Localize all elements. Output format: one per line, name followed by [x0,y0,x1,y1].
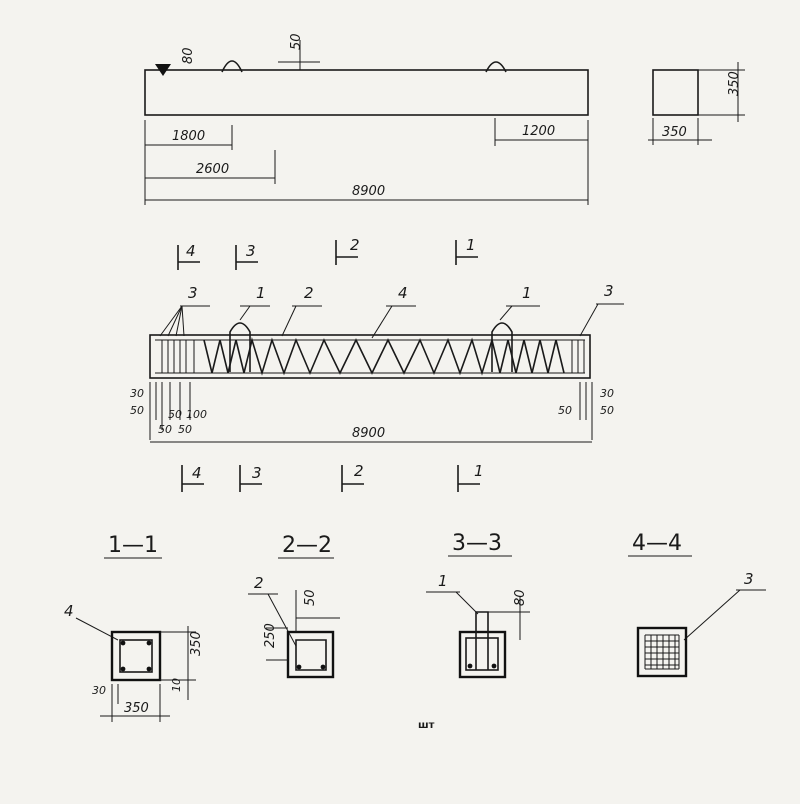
section-3-3: 3—3 1 80 [426,531,530,679]
end-stirrups-left [161,340,195,373]
svg-text:1: 1 [466,236,476,254]
section-2-2-outline [286,630,335,679]
section-height: 350 [727,71,742,96]
section-4-4-label: 3 [744,570,754,588]
svg-text:1: 1 [474,462,484,480]
footer-mark: шт [418,720,435,731]
svg-text:50: 50 [168,408,182,421]
level-marker-icon [155,64,171,76]
cut-mark-bottom-2: 2 [341,462,364,492]
section-width: 350 [662,125,687,140]
beam-outline [144,69,589,116]
plan-beam-outline [149,334,591,379]
cut-mark-top-2: 2 [335,236,360,265]
plan-dims-right: 30 50 50 [558,382,614,440]
section-3-3-stirrup [465,637,499,671]
cut-mark-top-4: 4 [177,242,200,270]
section-3-3-outline [458,630,507,679]
section-1-1-outline [110,630,162,682]
section-2-2-top: 50 [303,589,318,606]
callout-1-left: 1 [239,284,270,321]
lifting-loop-left [221,60,243,73]
dim-50: 50 [289,33,304,50]
svg-text:50: 50 [130,404,144,417]
section-3-3-label: 1 [438,572,448,590]
section-3-3-title: 3—3 [452,531,502,556]
svg-text:50: 50 [558,404,572,417]
svg-text:2: 2 [354,462,364,480]
section-1-1: 1—1 4 350 10 30 350 [64,533,204,722]
svg-text:100: 100 [186,408,207,421]
svg-text:3: 3 [188,284,198,302]
section-3-3-top: 80 [513,589,528,606]
dim-8900: 8900 [352,184,385,199]
svg-text:10: 10 [170,678,183,692]
dim-1200: 1200 [522,124,555,139]
section-3-3-loop [475,611,489,670]
cut-mark-top-3: 3 [235,242,258,270]
beam-cross-section: 350 350 [648,62,745,145]
svg-text:30: 30 [600,387,614,400]
section-2-2-stirrup [295,639,327,671]
svg-text:1: 1 [522,284,532,302]
section-square [652,69,699,116]
callout-1-right: 1 [499,284,540,321]
svg-text:4: 4 [398,284,408,302]
dim-80: 80 [181,47,196,64]
svg-text:2: 2 [350,236,360,254]
callout-2: 2 [281,284,322,337]
svg-text:4: 4 [186,242,196,260]
lifting-loop-right [485,61,507,73]
cut-mark-bottom-4: 4 [181,464,204,492]
callout-4: 4 [371,284,416,339]
plan-loop-left [229,322,251,372]
callout-3-right: 3 [579,282,624,337]
svg-text:1: 1 [256,284,266,302]
beam-elevation: 80 50 1800 2600 1200 8900 [144,33,589,205]
section-1-1-width: 350 [124,701,149,716]
cut-mark-top-1: 1 [455,236,478,265]
section-4-4-outline [636,626,688,678]
section-1-1-label: 4 [64,602,74,620]
svg-text:4: 4 [192,464,202,482]
svg-text:50: 50 [178,423,192,436]
section-1-1-height: 350 [189,631,204,656]
cut-mark-bottom-1: 1 [457,462,484,492]
section-1-1-stirrup [119,639,153,673]
section-4-4-mesh [644,634,680,670]
section-1-1-title: 1—1 [108,533,158,558]
dim-2600: 2600 [196,162,229,177]
section-4-4: 4—4 3 [628,531,766,678]
section-2-2-height: 250 [263,623,278,648]
plan-loop-right [491,322,513,372]
svg-text:2: 2 [304,284,314,302]
section-2-2-title: 2—2 [282,533,332,558]
svg-text:3: 3 [604,282,614,300]
plan-total: 8900 [352,426,385,441]
svg-text:30: 30 [92,684,106,697]
svg-text:3: 3 [246,242,256,260]
svg-text:30: 30 [130,387,144,400]
svg-text:3: 3 [252,464,262,482]
section-2-2: 2—2 2 50 250 [248,533,340,679]
cut-mark-bottom-3: 3 [239,464,262,492]
plan-dims-left: 30 50 50 100 50 50 [130,382,207,440]
zigzag-rebar [203,336,565,376]
section-2-2-label: 2 [254,574,264,592]
end-stirrups-right [571,340,585,373]
svg-text:50: 50 [600,404,614,417]
svg-text:50: 50 [158,423,172,436]
callout-3-left: 3 [159,284,210,337]
section-4-4-title: 4—4 [632,531,682,556]
dim-1800: 1800 [172,129,205,144]
reinforcement-plan: 4 3 2 1 3 1 2 [130,236,624,492]
